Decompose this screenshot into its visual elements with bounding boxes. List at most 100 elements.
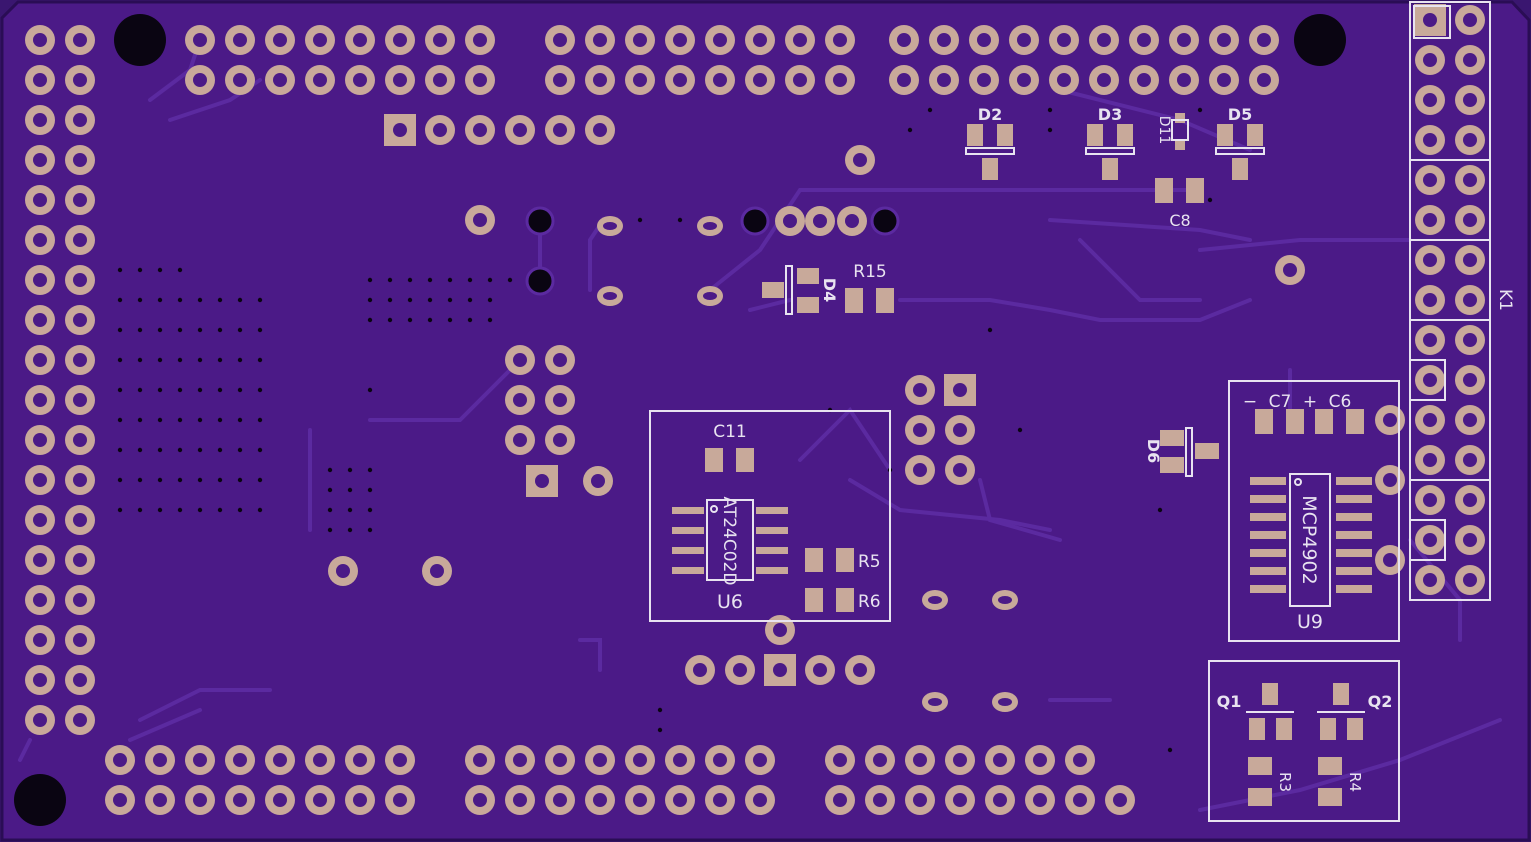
pad-drill bbox=[937, 33, 951, 47]
via bbox=[507, 277, 513, 283]
c11-pad-2 bbox=[736, 448, 754, 472]
via bbox=[257, 507, 263, 513]
pad-drill bbox=[693, 663, 707, 677]
pad-drill bbox=[513, 353, 527, 367]
pad-drill bbox=[473, 73, 487, 87]
pad-drill bbox=[593, 33, 607, 47]
r3-label: R3 bbox=[1276, 772, 1294, 792]
via bbox=[117, 447, 123, 453]
via bbox=[487, 297, 493, 303]
pad-drill bbox=[793, 33, 807, 47]
pad-drill bbox=[353, 753, 367, 767]
pad-drill bbox=[1257, 33, 1271, 47]
d4-label: D4 bbox=[820, 278, 839, 302]
misc-pads bbox=[328, 114, 1405, 712]
via bbox=[447, 317, 453, 323]
via bbox=[177, 477, 183, 483]
via bbox=[927, 107, 933, 113]
via bbox=[367, 487, 373, 493]
pad-drill bbox=[1463, 533, 1477, 547]
pad-drill bbox=[73, 433, 87, 447]
via bbox=[447, 297, 453, 303]
via bbox=[327, 527, 333, 533]
via bbox=[237, 387, 243, 393]
u9-pin bbox=[1336, 549, 1372, 557]
d3-label: D3 bbox=[1098, 105, 1122, 124]
pad-drill bbox=[1017, 73, 1031, 87]
pad-drill bbox=[633, 753, 647, 767]
u6-label: U6 bbox=[717, 591, 743, 613]
pad-drill bbox=[553, 753, 567, 767]
pad-drill bbox=[845, 214, 859, 228]
pad-drill bbox=[853, 663, 867, 677]
via bbox=[257, 327, 263, 333]
via bbox=[427, 297, 433, 303]
pad-drill bbox=[1423, 373, 1437, 387]
k1-label: K1 bbox=[1495, 289, 1515, 311]
pad-drill bbox=[1423, 413, 1437, 427]
via bbox=[137, 297, 143, 303]
pad-drill bbox=[977, 33, 991, 47]
d5-label: D5 bbox=[1228, 105, 1252, 124]
via bbox=[177, 357, 183, 363]
pad-drill bbox=[313, 793, 327, 807]
pad-drill bbox=[673, 753, 687, 767]
pad-drill bbox=[535, 474, 549, 488]
via bbox=[197, 357, 203, 363]
slot-drill bbox=[928, 698, 942, 706]
mounting-holes bbox=[14, 14, 1346, 826]
pad-drill bbox=[633, 73, 647, 87]
pad-drill bbox=[273, 73, 287, 87]
via bbox=[367, 387, 373, 393]
u9-dac-region: − C7 + C6 MCP4902 U9 bbox=[1228, 380, 1400, 642]
via bbox=[197, 417, 203, 423]
pad-drill bbox=[673, 73, 687, 87]
pad-drill bbox=[393, 793, 407, 807]
pad-drill bbox=[873, 793, 887, 807]
mounting-hole-top-right bbox=[1294, 14, 1346, 66]
via bbox=[327, 487, 333, 493]
d2-label: D2 bbox=[978, 105, 1002, 124]
slot-drill bbox=[998, 596, 1012, 604]
pad-drill bbox=[1423, 213, 1437, 227]
via bbox=[367, 277, 373, 283]
via bbox=[1197, 107, 1203, 113]
pad-drill bbox=[33, 713, 47, 727]
pad-drill bbox=[73, 473, 87, 487]
pad-drill bbox=[33, 673, 47, 687]
pad-drill bbox=[1423, 573, 1437, 587]
via bbox=[487, 277, 493, 283]
pad-drill bbox=[193, 793, 207, 807]
via bbox=[197, 477, 203, 483]
pad-drill bbox=[773, 663, 787, 677]
via bbox=[137, 417, 143, 423]
pad-drill bbox=[793, 73, 807, 87]
pad-drill bbox=[33, 473, 47, 487]
pad-drill bbox=[1137, 73, 1151, 87]
via bbox=[117, 267, 123, 273]
pad-drill bbox=[513, 393, 527, 407]
via bbox=[1207, 197, 1213, 203]
via bbox=[137, 387, 143, 393]
via bbox=[197, 387, 203, 393]
via bbox=[237, 507, 243, 513]
u9-pin bbox=[1250, 585, 1286, 593]
via bbox=[217, 297, 223, 303]
via bbox=[217, 477, 223, 483]
via bbox=[467, 297, 473, 303]
slot-drill bbox=[928, 596, 942, 604]
pad-drill bbox=[1283, 263, 1297, 277]
pad-drill bbox=[33, 393, 47, 407]
pad-drill bbox=[33, 353, 47, 367]
pad-drill bbox=[977, 73, 991, 87]
pad-drill bbox=[33, 433, 47, 447]
via bbox=[1157, 507, 1163, 513]
pad-drill bbox=[853, 153, 867, 167]
via bbox=[217, 447, 223, 453]
via bbox=[257, 417, 263, 423]
pad-drill bbox=[913, 793, 927, 807]
u9-pin bbox=[1336, 477, 1372, 485]
plated-hole bbox=[525, 266, 555, 296]
pad-drill bbox=[233, 33, 247, 47]
pad-drill bbox=[593, 793, 607, 807]
